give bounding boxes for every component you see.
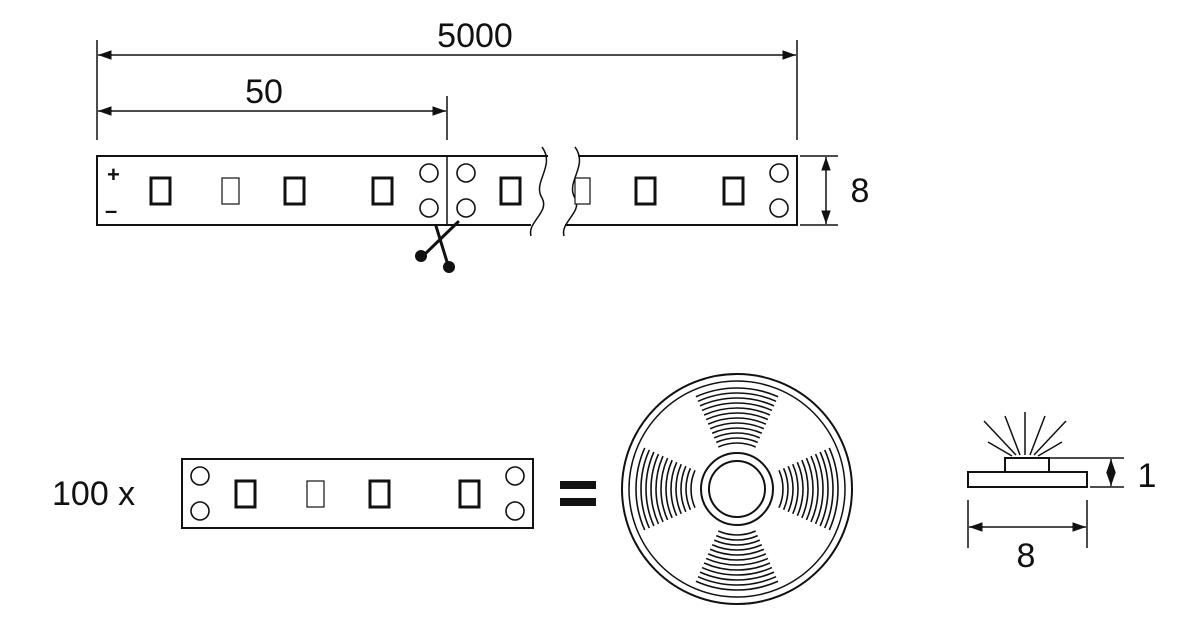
reel-winding-arc xyxy=(655,455,664,523)
led-chip xyxy=(234,479,257,509)
led-light-icon xyxy=(983,412,1067,457)
solder-pad xyxy=(456,198,476,218)
reel-winding-arc xyxy=(703,407,771,416)
reel-winding-arc xyxy=(782,467,789,511)
reel-winding-arc xyxy=(814,453,824,525)
reel-winding-arc xyxy=(660,457,669,521)
led-chip xyxy=(368,479,391,509)
reel-winding-arc xyxy=(801,459,809,519)
cut-interval-dimension: 50 xyxy=(98,73,448,140)
reel-winding-arc xyxy=(699,397,775,407)
solder-pad xyxy=(456,163,476,183)
reel-winding-arc xyxy=(791,463,799,515)
positive-sign: + xyxy=(107,162,120,187)
strip-width-dimension: 8 xyxy=(800,155,870,226)
led-chip xyxy=(722,176,745,206)
led-chip-resistor xyxy=(221,177,240,205)
reel-winding-arc xyxy=(690,469,696,509)
reel-winding-arc xyxy=(705,412,769,421)
reel-winding-arc xyxy=(699,571,775,581)
reel-winding-arc xyxy=(707,553,767,561)
total-length-label: 5000 xyxy=(437,17,513,55)
total-length-dimension: 5000 xyxy=(96,17,798,140)
reel-winding-arc xyxy=(713,539,761,546)
reel-winding-arc xyxy=(635,447,646,531)
reel-winding-arc xyxy=(819,451,829,527)
solder-pad xyxy=(505,501,525,521)
reel-winding-arc xyxy=(787,465,794,513)
reel-winding-arc xyxy=(707,417,767,425)
reel-icon xyxy=(621,373,853,605)
solder-pad xyxy=(769,163,789,183)
cut-interval-label: 50 xyxy=(245,73,283,111)
negative-sign: – xyxy=(105,198,117,223)
solder-pad xyxy=(419,198,439,218)
reel-winding-arc xyxy=(695,387,779,398)
reel-winding-arc xyxy=(703,562,771,571)
reel-winding-arc xyxy=(709,422,765,430)
strip-height-label: 1 xyxy=(1138,457,1157,495)
led-chip-resistor xyxy=(574,177,591,205)
reel-winding-arc xyxy=(717,530,757,536)
reel-winding-arc xyxy=(640,449,651,529)
reel-winding-arc xyxy=(715,534,759,541)
reel-winding-arc xyxy=(680,465,687,513)
led-chip xyxy=(458,479,481,509)
reel-winding-arc xyxy=(796,461,804,517)
reel-winding-arc xyxy=(715,437,759,444)
reel-winding-arc xyxy=(709,548,765,556)
reel-winding-arc xyxy=(697,575,777,586)
reel-winding-arc xyxy=(711,427,763,435)
reel-winding-arc xyxy=(713,432,761,439)
strip-profile xyxy=(967,457,1088,488)
profile-width-dimension: 8 xyxy=(967,500,1088,575)
reel-winding-arc xyxy=(823,449,834,529)
reel-winding-arc xyxy=(701,566,773,576)
break-line-left xyxy=(529,146,548,237)
profile-width-label: 8 xyxy=(1017,537,1036,575)
reel-winding-arc xyxy=(810,455,819,523)
reel-winding-arc xyxy=(805,457,814,521)
reel-winding-arc xyxy=(697,392,777,403)
solder-pad xyxy=(190,466,210,486)
led-chip xyxy=(499,176,522,206)
led-chip xyxy=(283,176,306,206)
led-strip: + – xyxy=(96,146,798,237)
reel-winding-arc xyxy=(645,451,655,527)
reel-winding-arc xyxy=(650,453,660,525)
strip-height-dimension: 1 xyxy=(1050,457,1156,495)
reel-winding-arc xyxy=(701,402,773,412)
strip-width-label: 8 xyxy=(851,172,870,210)
reel-winding-arc xyxy=(670,461,678,517)
solder-pad xyxy=(190,501,210,521)
led-chip xyxy=(371,176,394,206)
reel-winding-arc xyxy=(675,463,683,515)
reel-winding-arc xyxy=(695,580,779,591)
reel-winding-arc xyxy=(685,467,692,511)
solder-pad xyxy=(505,466,525,486)
reel-winding-arc xyxy=(705,557,769,566)
led-chip-resistor xyxy=(306,480,325,508)
solder-pad xyxy=(769,198,789,218)
strip-segment xyxy=(181,458,534,529)
equals-sign xyxy=(560,481,596,506)
reel-winding-arc xyxy=(778,469,784,509)
led-chip xyxy=(149,176,172,206)
scissors-icon xyxy=(415,220,460,273)
reel-winding-arc xyxy=(665,459,673,519)
multiplier-label: 100 x xyxy=(52,475,135,513)
reel-winding-arc xyxy=(711,543,763,551)
reel-winding-arc xyxy=(828,447,839,531)
led-chip xyxy=(634,176,657,206)
solder-pad xyxy=(419,163,439,183)
reel-winding-arc xyxy=(717,442,757,448)
